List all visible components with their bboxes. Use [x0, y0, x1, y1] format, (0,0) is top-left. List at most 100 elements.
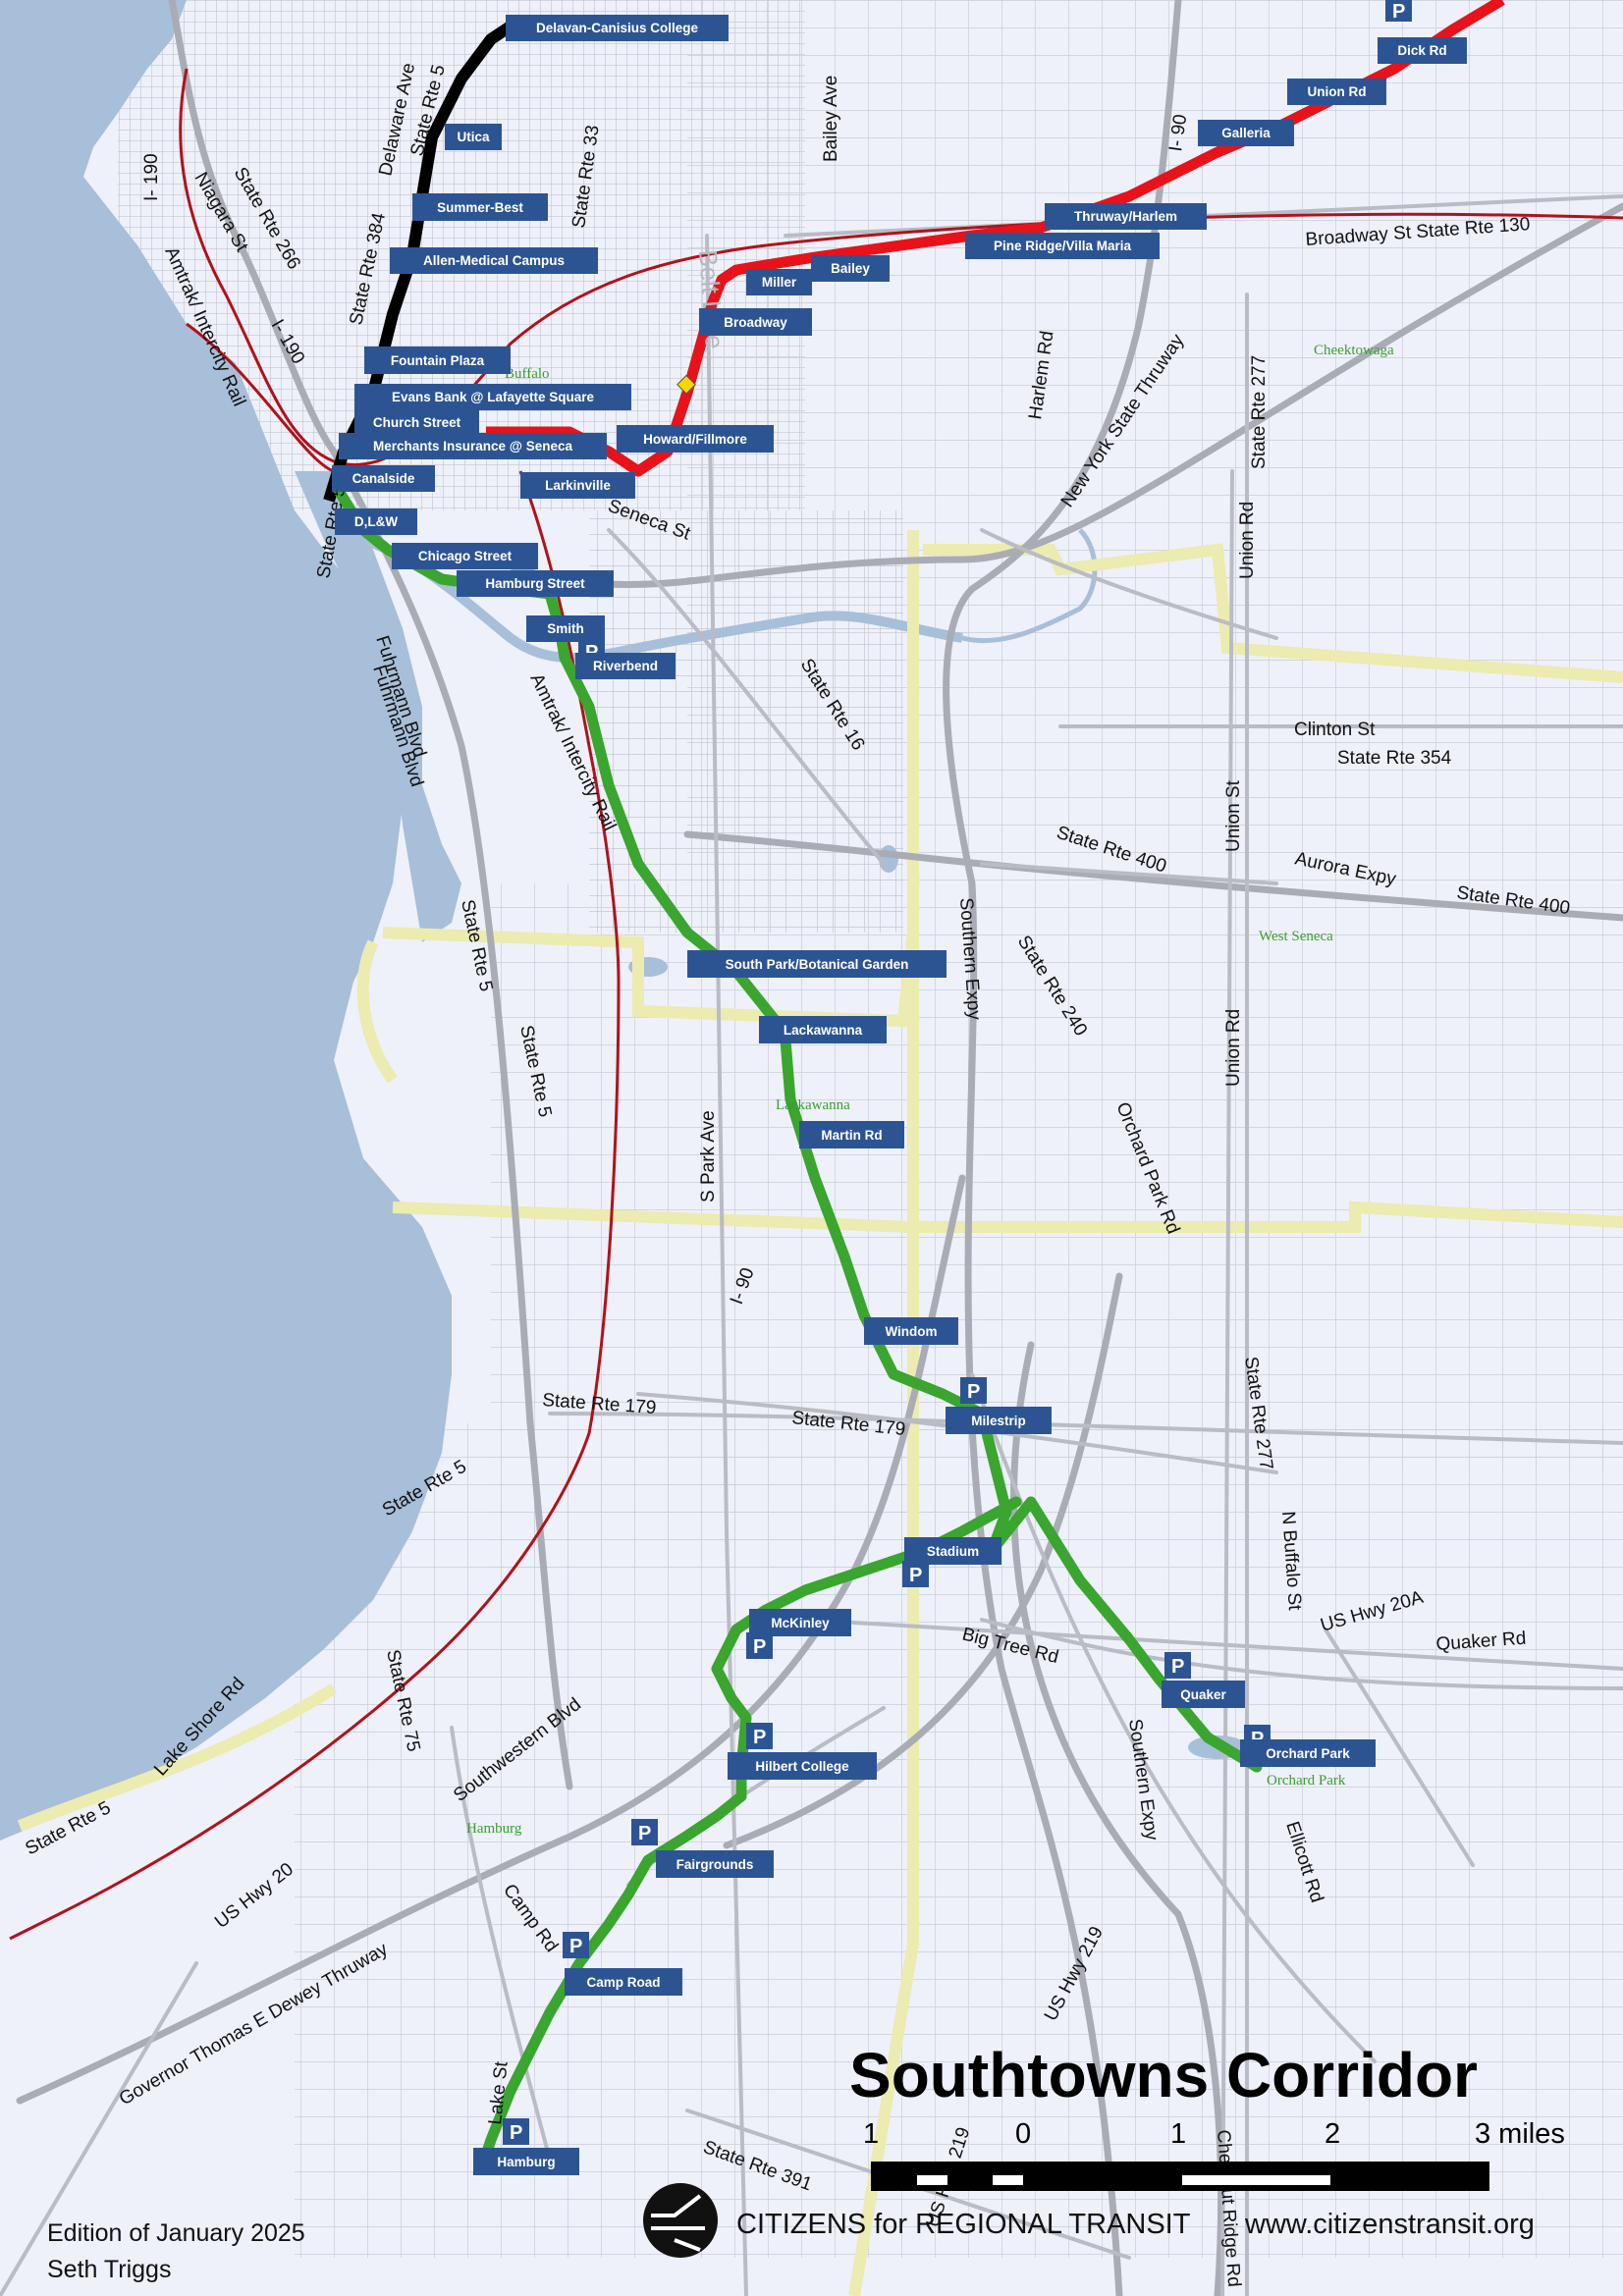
place-label: Buffalo — [505, 366, 550, 382]
station-label[interactable]: Canalside — [332, 465, 435, 492]
scale-label: 1 — [1170, 2118, 1186, 2150]
station-labels: Delavan-Canisius College Utica Summer-Be… — [332, 15, 1467, 2175]
station-name: Stadium — [927, 1544, 979, 1559]
station-label[interactable]: Martin Rd — [799, 1121, 904, 1148]
edition-text: Edition of January 2025 — [47, 2219, 305, 2247]
park-and-ride-icon: P — [960, 1377, 987, 1404]
station-label[interactable]: Thruway/Harlem — [1045, 203, 1207, 230]
map-title: Southtowns Corridor — [849, 2040, 1478, 2110]
place-label: Hamburg — [466, 1821, 522, 1837]
place-label: Cheektowaga — [1314, 343, 1394, 358]
southtowns-corridor-line-west — [475, 1496, 1022, 2175]
station-label[interactable]: Orchard Park — [1240, 1739, 1376, 1767]
street-texture-west-seneca — [982, 883, 1623, 1472]
park-and-ride-icon: P — [503, 2118, 529, 2145]
station-name: Riverbend — [593, 659, 658, 673]
road-label: Clinton St — [1294, 720, 1376, 740]
scale-bar-frame — [871, 2162, 1489, 2191]
station-label[interactable]: Delavan-Canisius College — [506, 15, 729, 41]
station-label[interactable]: Miller — [746, 269, 812, 295]
station-name: Chicago Street — [418, 549, 513, 563]
station-label[interactable]: Evans Bank @ Lafayette Square — [354, 384, 631, 410]
station-name: Windom — [885, 1324, 937, 1339]
station-name: Galleria — [1221, 126, 1271, 140]
park-and-ride-letter: P — [1392, 1, 1405, 23]
buffalo-creek — [961, 528, 1098, 644]
station-name: Fountain Plaza — [391, 353, 485, 368]
park-and-ride-letter: P — [1171, 1656, 1184, 1678]
station-label[interactable]: Fairgrounds — [656, 1850, 774, 1878]
station-name: Merchants Insurance @ Seneca — [373, 439, 572, 454]
station-name: Dick Rd — [1397, 43, 1446, 58]
road-label: Union Rd — [1237, 502, 1258, 579]
station-label[interactable]: Union Rd — [1287, 79, 1386, 105]
park-and-ride-letter: P — [753, 1727, 766, 1748]
park-and-ride-icon: P — [563, 1932, 589, 1958]
station-label[interactable]: Chicago Street — [392, 543, 538, 569]
station-label[interactable]: McKinley — [749, 1609, 851, 1636]
station-label[interactable]: Merchants Insurance @ Seneca — [339, 433, 607, 459]
scale-label: 3 miles — [1475, 2118, 1565, 2150]
station-label[interactable]: Riverbend — [575, 653, 676, 679]
station-name: D,L&W — [354, 514, 398, 529]
station-name: Allen-Medical Campus — [423, 253, 565, 268]
park-and-ride-icon: P — [746, 1723, 773, 1749]
station-label[interactable]: Pine Ridge/Villa Maria — [965, 233, 1160, 259]
station-label[interactable]: Church Street — [354, 410, 479, 435]
station-name: Larkinville — [545, 478, 611, 493]
station-label[interactable]: Broadway — [699, 308, 812, 336]
road-label: Bailey Ave — [821, 76, 841, 162]
crt-logo-icon — [643, 2183, 718, 2258]
station-label[interactable]: Howard/Fillmore — [617, 425, 774, 453]
station-label[interactable]: Hamburg Street — [457, 570, 614, 597]
station-label[interactable]: Quaker — [1162, 1681, 1245, 1708]
organization-name: CITIZENS for REGIONAL TRANSIT — [736, 2209, 1191, 2240]
website-link[interactable]: www.citizenstransit.org — [1244, 2209, 1535, 2240]
scale-bar-segment — [993, 2175, 1023, 2185]
station-label[interactable]: South Park/Botanical Garden — [687, 950, 947, 978]
station-label[interactable]: Hamburg — [473, 2148, 579, 2175]
station-name: Orchard Park — [1266, 1746, 1350, 1761]
author-text: Seth Triggs — [47, 2256, 171, 2283]
station-label[interactable]: Fountain Plaza — [364, 347, 511, 374]
station-label[interactable]: D,L&W — [335, 508, 417, 535]
place-label: Orchard Park — [1267, 1773, 1346, 1789]
scale-label: 1 — [863, 2118, 879, 2150]
station-name: Martin Rd — [821, 1128, 882, 1143]
station-label[interactable]: Stadium — [904, 1537, 1001, 1565]
station-name: South Park/Botanical Garden — [726, 957, 909, 972]
scale-label: 0 — [1015, 2118, 1031, 2150]
station-name: Delavan-Canisius College — [536, 21, 699, 35]
road-label: Union Rd — [1223, 1009, 1244, 1087]
station-name: Canalside — [352, 471, 415, 486]
outer-harbor — [295, 471, 461, 942]
park-and-ride-letter: P — [510, 2122, 522, 2144]
station-label[interactable]: Utica — [445, 124, 502, 150]
station-label[interactable]: Smith — [526, 615, 605, 642]
road-label: I- 90 — [1165, 113, 1191, 153]
station-label[interactable]: Hilbert College — [728, 1752, 877, 1780]
station-label[interactable]: Summer-Best — [412, 193, 548, 221]
station-label[interactable]: Milestrip — [946, 1407, 1052, 1434]
station-name: Summer-Best — [437, 200, 523, 215]
lake-erie — [0, 0, 452, 1841]
road-label: I- 190 — [141, 153, 162, 201]
station-label[interactable]: Windom — [864, 1317, 958, 1345]
park-and-ride-icon: P — [631, 1819, 658, 1845]
station-name: Union Rd — [1308, 84, 1367, 99]
station-label[interactable]: Camp Road — [565, 1968, 682, 1996]
station-label[interactable]: Dick Rd — [1378, 37, 1467, 64]
station-name: Church Street — [373, 415, 461, 430]
station-name: Howard/Fillmore — [643, 432, 747, 447]
station-label[interactable]: Galleria — [1198, 120, 1294, 146]
station-name: Smith — [547, 621, 584, 636]
station-label[interactable]: Bailey — [811, 255, 890, 282]
park-and-ride-icon: P — [1385, 0, 1412, 23]
station-label[interactable]: Lackawanna — [759, 1016, 887, 1043]
station-label[interactable]: Larkinville — [520, 472, 635, 499]
scale-bar: 1 0 1 2 3 miles — [863, 2118, 1565, 2191]
station-label[interactable]: Allen-Medical Campus — [390, 247, 598, 274]
place-labels: Buffalo Cheektowaga West Seneca Lackawan… — [466, 343, 1394, 1837]
station-name: Bailey — [831, 261, 870, 276]
